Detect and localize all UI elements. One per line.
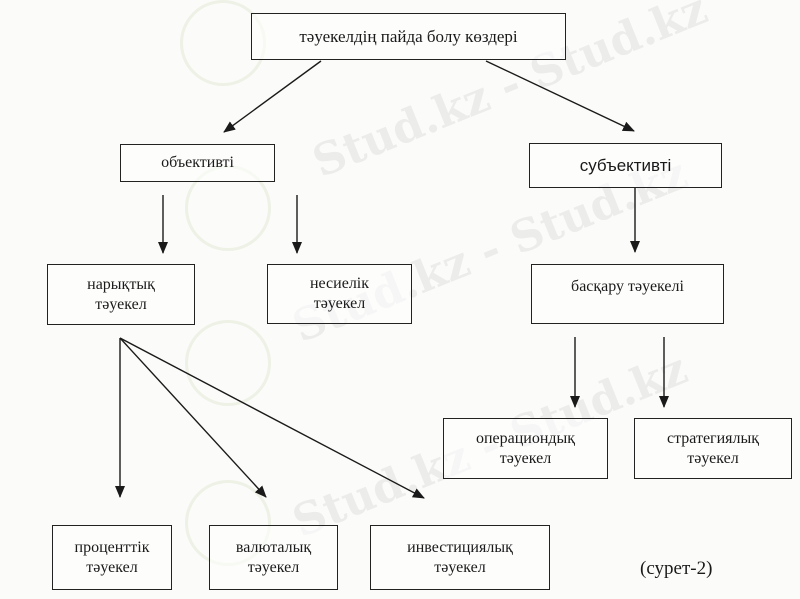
node-label-line2: тәуекел <box>86 558 138 576</box>
node-management-risk: басқару тәуекелі <box>531 264 724 324</box>
node-label: субъективті <box>579 155 672 175</box>
node-label: тәуекелдің пайда болу көздері <box>299 26 518 46</box>
node-label-line1: валюталық <box>235 538 312 556</box>
arrow-market-currency <box>119 337 267 498</box>
figure-caption: (сурет-2) <box>640 558 713 579</box>
node-interest-risk: проценттік тәуекел <box>52 525 172 590</box>
node-label-line2: тәуекел <box>95 295 147 313</box>
node-label-line1: проценттік <box>74 538 150 556</box>
node-label-line1: операциондық <box>475 429 576 447</box>
node-currency-risk: валюталық тәуекел <box>209 525 338 590</box>
node-label-line2: тәуекел <box>434 558 486 576</box>
node-label-line1: нарықтық <box>87 275 155 293</box>
node-label-line2: тәуекел <box>687 449 739 467</box>
node-label-line2: тәуекел <box>313 295 366 312</box>
node-risk-sources: тәуекелдің пайда болу көздері <box>251 13 566 60</box>
node-credit-risk: несиелік тәуекел <box>267 264 412 324</box>
arrow-root-subjective <box>485 60 635 132</box>
arrow-root-objective <box>223 60 322 133</box>
node-label: басқару тәуекелі <box>571 278 684 295</box>
node-label-line1: инвестициялық <box>407 538 513 556</box>
node-objective: объективті <box>120 144 275 182</box>
node-investment-risk: инвестициялық тәуекел <box>370 525 550 590</box>
node-label-line2: тәуекел <box>247 558 300 576</box>
node-market-risk: нарықтық тәуекел <box>47 264 195 325</box>
node-label-line1: стратегиялық <box>666 429 760 447</box>
node-strategic-risk: стратегиялық тәуекел <box>634 418 792 479</box>
node-label: объективті <box>161 154 234 171</box>
arrow-market-investment <box>119 337 425 499</box>
node-operational-risk: операциондық тәуекел <box>443 418 608 479</box>
node-label-line2: тәуекел <box>499 449 552 467</box>
node-subjective: субъективті <box>529 143 722 188</box>
node-label-line1: несиелік <box>309 275 370 292</box>
